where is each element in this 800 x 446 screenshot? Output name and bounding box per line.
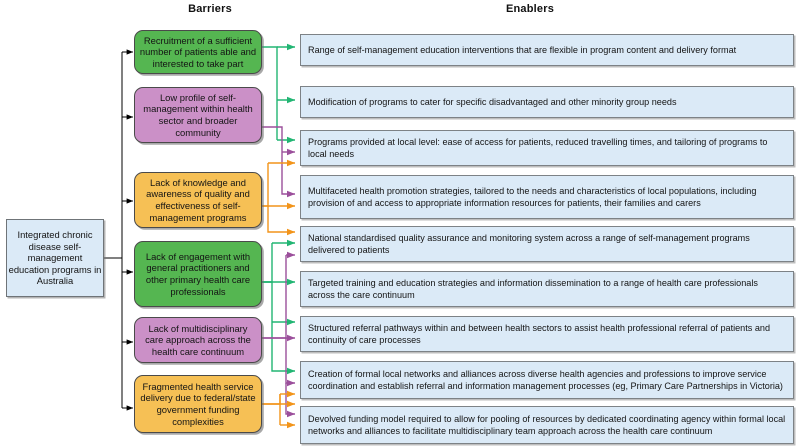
enabler-node-9[interactable]: Devolved funding model required to allow… [300,406,794,444]
enabler-label-3: Programs provided at local level: ease o… [308,137,768,159]
enabler-node-7[interactable]: Structured referral pathways within and … [300,316,794,352]
enabler-label-5: National standardised quality assurance … [308,233,750,255]
barrier-node-5[interactable]: Lack of multidisciplinary care approach … [134,317,262,363]
header-barriers: Barriers [188,3,232,15]
barrier-node-1[interactable]: Recruitment of a sufficient number of pa… [134,30,262,74]
enabler-node-5[interactable]: National standardised quality assurance … [300,226,794,262]
enabler-label-6: Targeted training and education strategi… [308,278,758,300]
barrier-node-4[interactable]: Lack of engagement with general practiti… [134,241,262,307]
enabler-node-2[interactable]: Modification of programs to cater for sp… [300,86,794,118]
enabler-label-1: Range of self-management education inter… [308,45,737,55]
enabler-node-1[interactable]: Range of self-management education inter… [300,34,794,66]
barrier-node-2[interactable]: Low profile of self-management within he… [134,87,262,143]
enabler-label-9: Devolved funding model required to allow… [308,414,786,436]
root-node: Integrated chronic disease self-manageme… [6,219,104,297]
enabler-node-8[interactable]: Creation of formal local networks and al… [300,361,794,399]
barrier-node-6[interactable]: Fragmented health service delivery due t… [134,375,262,433]
barrier-node-3[interactable]: Lack of knowledge and awareness of quali… [134,172,262,228]
enabler-label-8: Creation of formal local networks and al… [308,369,783,391]
enabler-node-3[interactable]: Programs provided at local level: ease o… [300,130,794,166]
enabler-node-4[interactable]: Multifaceted health promotion strategies… [300,175,794,219]
enabler-node-6[interactable]: Targeted training and education strategi… [300,271,794,307]
enabler-label-7: Structured referral pathways within and … [308,323,771,345]
enabler-label-4: Multifaceted health promotion strategies… [308,186,757,208]
header-enablers: Enablers [505,3,555,15]
enabler-label-2: Modification of programs to cater for sp… [308,97,677,107]
